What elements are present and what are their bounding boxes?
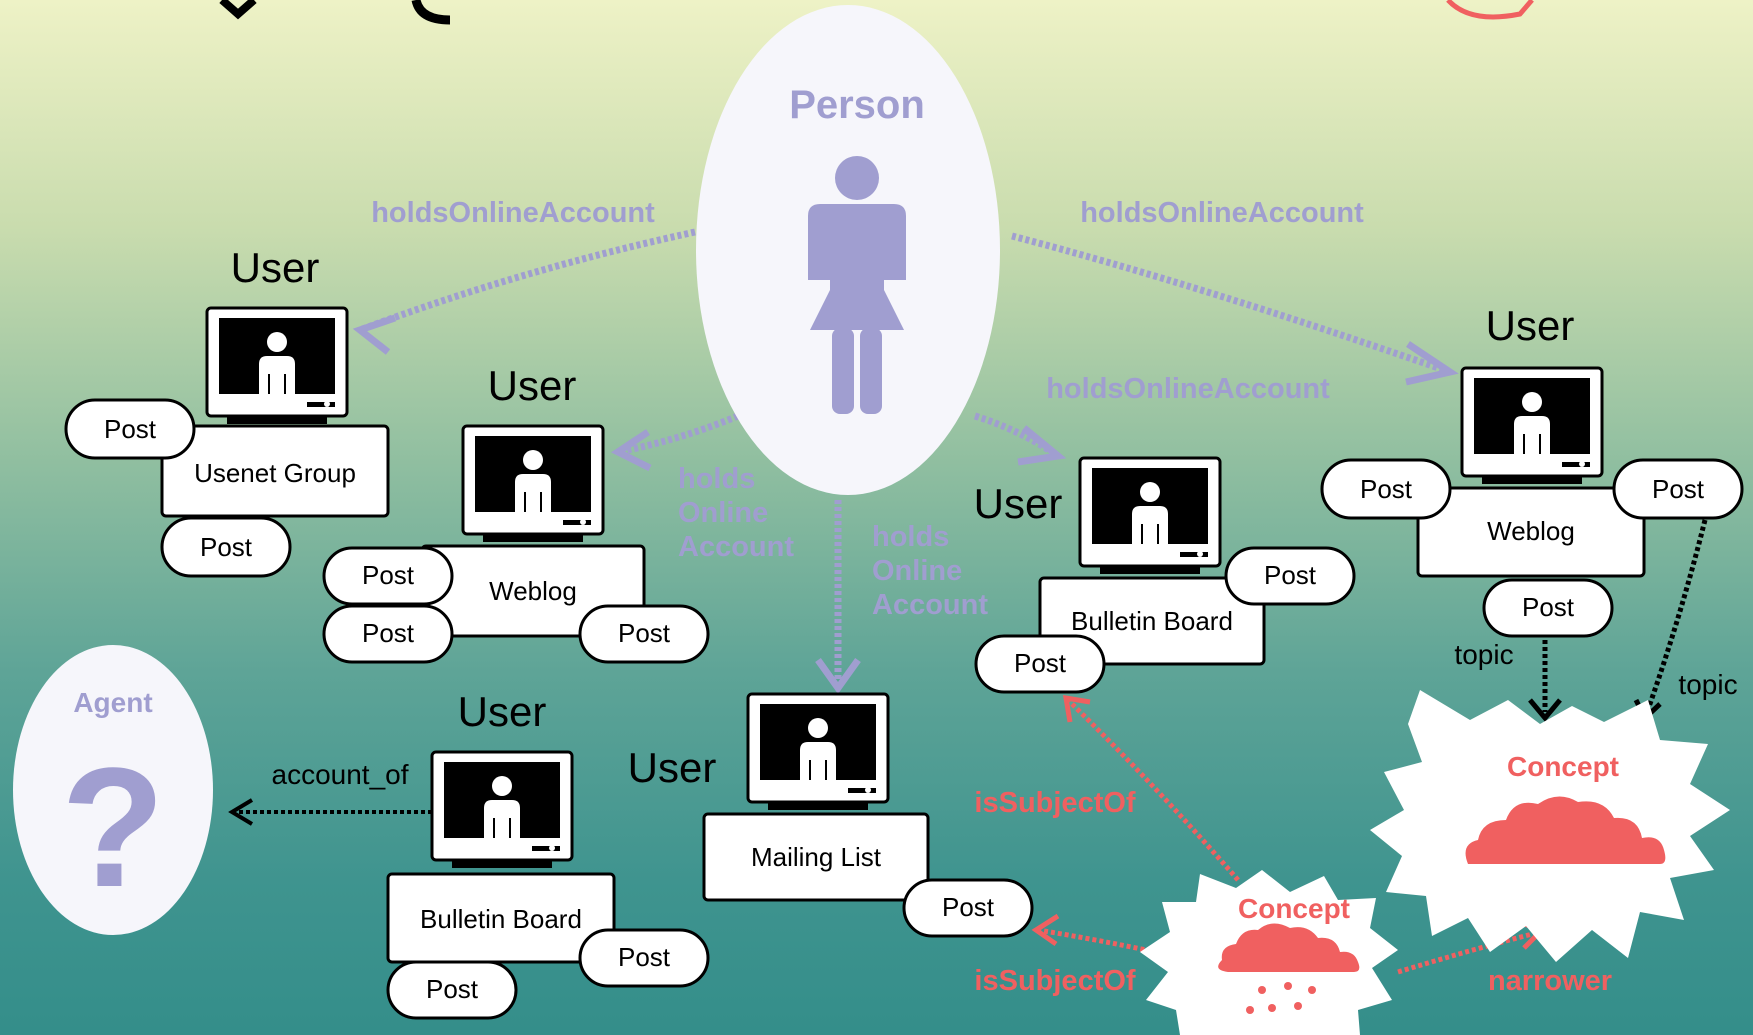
edge-label-holdsonlineaccount-mid: holdsOnlineAccount: [1046, 373, 1330, 405]
edge-label-topic-right: topic: [1678, 669, 1737, 700]
post-label: Post: [362, 618, 415, 648]
post-label: Post: [1014, 648, 1067, 678]
edge-label-account: Account: [872, 589, 988, 621]
computer-icon: [1078, 456, 1222, 576]
service-weblog: Weblog: [1487, 516, 1575, 546]
question-mark-icon: ?: [61, 733, 165, 923]
arrow-issubjectof-top: [1066, 698, 1240, 882]
edge-label-account-of: account_of: [272, 759, 409, 790]
edge-label-holds: holds: [872, 521, 949, 553]
post-label: Post: [426, 974, 479, 1004]
arrow-person-usenet: [358, 228, 696, 334]
edge-label-issubjectof-bottom: isSubjectOf: [974, 965, 1135, 997]
edge-label-topic-left: topic: [1454, 639, 1513, 670]
concept-node-small: Concept: [1140, 870, 1398, 1035]
arrow-person-bulletin: [973, 412, 1060, 459]
arrow-person-weblog-left: [617, 412, 740, 456]
computer-icon: [461, 424, 605, 544]
arrows: [228, 228, 1708, 975]
account-usenet: User Usenet Group Post Post: [64, 244, 390, 578]
edge-label-holds: holds: [678, 463, 755, 495]
edge-label-account: Account: [678, 531, 794, 563]
edge-label-online: Online: [872, 555, 962, 587]
post-label: Post: [942, 892, 995, 922]
service-usenet: Usenet Group: [194, 458, 356, 488]
concept-label: Concept: [1238, 893, 1350, 924]
person-label: Person: [789, 83, 925, 127]
arrow-narrower: [1397, 929, 1541, 975]
edge-label-issubjectof-top: isSubjectOf: [974, 787, 1135, 819]
post-label: Post: [1522, 592, 1575, 622]
post-label: Post: [362, 560, 415, 590]
concept-node-large: Concept: [1370, 690, 1730, 962]
post-label: Post: [1360, 474, 1413, 504]
cropped-top-decorations: [219, 0, 1534, 25]
user-label: User: [231, 244, 320, 291]
user-label: User: [628, 744, 717, 791]
service-mailing-list: Mailing List: [751, 842, 882, 872]
user-label: User: [458, 688, 547, 735]
account-mailing-list: User Mailing List Post: [628, 692, 1034, 938]
computer-icon: [430, 750, 574, 870]
concept-label: Concept: [1507, 751, 1619, 782]
computer-icon: [1460, 366, 1604, 486]
edge-label-holdsonlineaccount-left: holdsOnlineAccount: [371, 197, 655, 229]
post-label: Post: [104, 414, 157, 444]
service-bulletin-board: Bulletin Board: [420, 904, 582, 934]
account-weblog-right: User Weblog Post Post Post: [1320, 302, 1744, 638]
person-node: Person: [696, 5, 1000, 495]
account-bulletin-left: User Bulletin Board Post Post: [386, 688, 710, 1020]
service-bulletin-board: Bulletin Board: [1071, 606, 1233, 636]
post-label: Post: [200, 532, 253, 562]
post-label: Post: [1264, 560, 1317, 590]
agent-node: Agent ?: [13, 645, 213, 935]
rain-cloud-icon: [1218, 923, 1360, 1014]
arrow-person-weblog-right: [1011, 232, 1452, 376]
edge-label-online: Online: [678, 497, 768, 529]
user-label: User: [488, 362, 577, 409]
edge-label-narrower: narrower: [1488, 965, 1612, 997]
service-weblog: Weblog: [489, 576, 577, 606]
person-icon: [808, 156, 906, 414]
post-label: Post: [618, 618, 671, 648]
edge-label-holdsonlineaccount-right: holdsOnlineAccount: [1080, 197, 1364, 229]
computer-icon: [205, 306, 349, 426]
edge-labels: holdsOnlineAccount holdsOnlineAccount ho…: [272, 197, 1738, 997]
account-bulletin-right: User Bulletin Board Post Post: [974, 456, 1356, 694]
computer-icon: [746, 692, 890, 812]
agent-label: Agent: [73, 687, 152, 718]
user-label: User: [974, 480, 1063, 527]
post-label: Post: [618, 942, 671, 972]
post-label: Post: [1652, 474, 1705, 504]
account-weblog-left: User Weblog Post Post Post: [322, 362, 710, 664]
user-label: User: [1486, 302, 1575, 349]
